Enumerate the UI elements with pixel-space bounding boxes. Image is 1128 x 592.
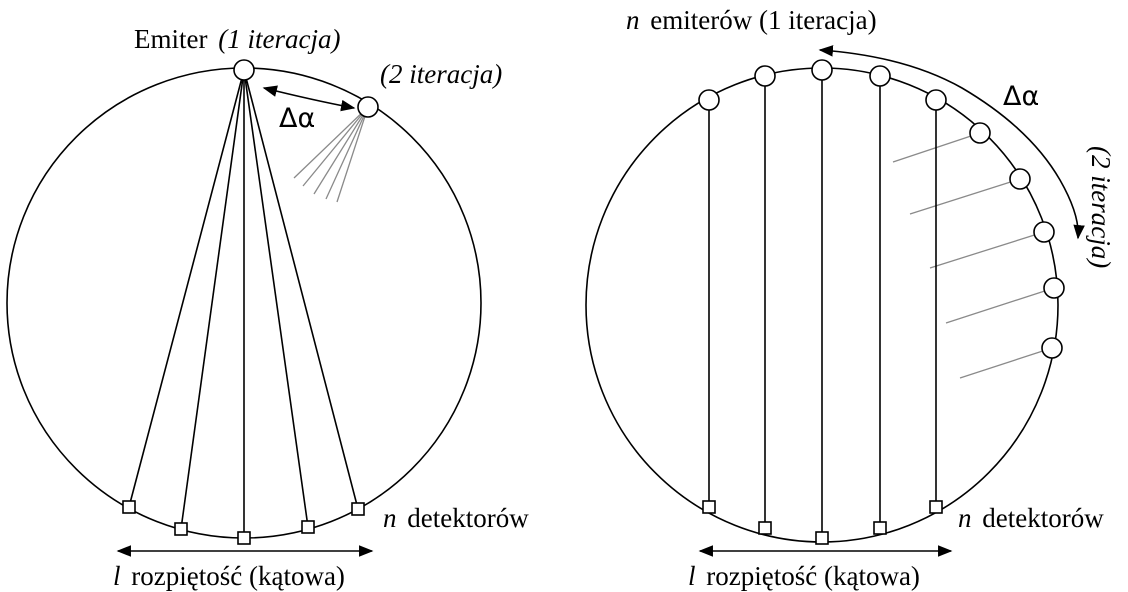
right-iteration-2-label: (2 iteracja): [1086, 146, 1116, 268]
left-span-label: l rozpiętość (kątowa): [113, 561, 345, 591]
right-span-label: l rozpiętość (kątowa): [688, 561, 920, 591]
left-detectors-label: n detektorów: [383, 503, 529, 533]
right-emitters-1st-iteration: [698, 59, 947, 111]
left-delta-alpha-label: Δα: [279, 103, 315, 134]
right-ghost-rays: [892, 132, 1055, 379]
right-detectors: [702, 500, 943, 545]
right-emitters-label: n emiterów (1 iteracja): [626, 5, 877, 35]
right-rotation-arrow: [818, 45, 1085, 240]
left-detectors: [122, 500, 365, 545]
left-ghost-rays: [293, 106, 369, 203]
left-emitter-2nd-iteration: [357, 96, 379, 118]
right-emitters-2nd-iteration: [969, 122, 1065, 359]
right-parallel-beam-panel: n emiterów (1 iteracja) Δα (2 iteracja) …: [585, 5, 1116, 591]
left-emitter-1st-iteration: [233, 59, 255, 81]
left-iteration-2-label: (2 iteracja): [380, 59, 502, 89]
left-fan-beam-panel: Emiter (1 iteracja) (2 iteracja) Δα n de…: [6, 24, 529, 591]
left-fan-rays: [128, 69, 359, 538]
right-delta-alpha-label: Δα: [1003, 81, 1039, 112]
left-emitter-label: Emiter (1 iteracja): [134, 24, 340, 54]
right-detectors-label: n detektorów: [958, 503, 1104, 533]
right-parallel-rays: [708, 70, 937, 536]
left-rotation-arrow: [262, 85, 356, 112]
